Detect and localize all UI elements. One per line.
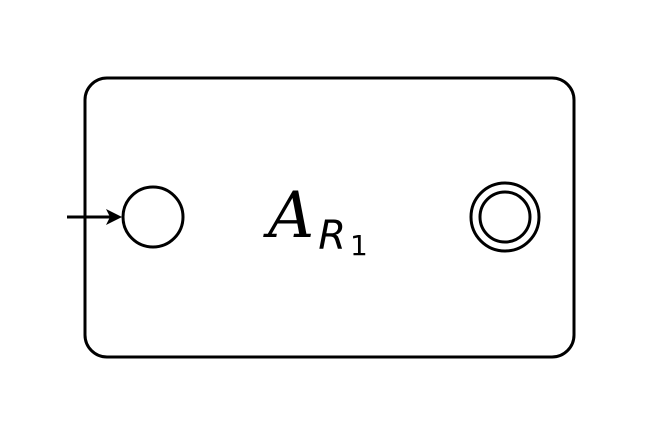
accept-state-outer-icon [469,181,541,253]
start-arrow-icon [106,209,122,225]
accept-state-inner-icon [478,190,532,244]
automaton-label: A R 1 [263,179,368,262]
start-state-icon [121,185,185,249]
